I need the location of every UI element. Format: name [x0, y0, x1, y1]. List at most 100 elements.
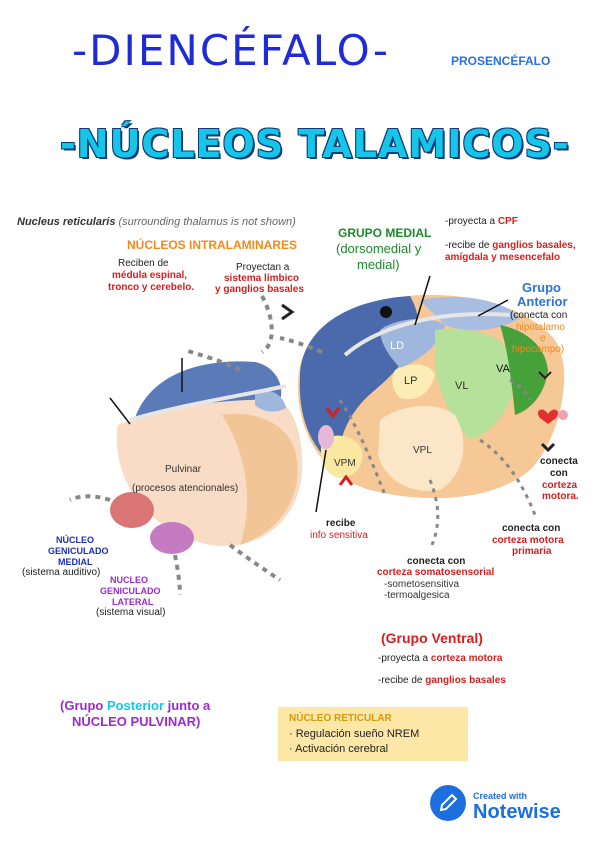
- black-dot-marker: [380, 306, 392, 318]
- grupo-anterior-target-1: hipotalamo: [516, 322, 565, 333]
- geniculado-medial-4: (sistema auditivo): [22, 567, 101, 578]
- geniculado-lateral-2: GENICULADO: [100, 586, 161, 596]
- recibe-target-1: ganglios basales,: [492, 240, 576, 251]
- vpl-note-3: primaria: [512, 546, 552, 557]
- geniculado-lateral-4: (sistema visual): [96, 607, 166, 618]
- ventral-proyecta-prefix: -proyecta a: [378, 653, 431, 664]
- recibe-note-1: recibe: [326, 518, 356, 529]
- ld-region: [380, 318, 445, 368]
- grupo-posterior-line-2: NÚCLEO PULVINAR): [72, 714, 201, 729]
- va-region: [500, 325, 548, 415]
- geniculado-lateral-shape: [150, 522, 194, 554]
- vpm-region: [320, 435, 363, 478]
- red-arrowhead-icon: [325, 407, 341, 419]
- grupo-ventral-proyecta: -proyecta a corteza motora: [378, 653, 503, 665]
- reticular-item-2: · Activación cerebral: [289, 743, 389, 755]
- geniculado-medial-1: NÚCLEO: [56, 535, 94, 545]
- geniculado-medial-2: GENICULADO: [48, 546, 109, 556]
- vpm-note-2: corteza somatosensorial: [377, 567, 495, 578]
- pulvinar-shade: [222, 413, 298, 545]
- recibe-prefix: -recibe de: [445, 240, 493, 251]
- geniculado-lateral-1: NUCLEO: [110, 575, 148, 585]
- geniculado-medial-3: MEDIAL: [58, 557, 93, 567]
- geniculado-medial-shape: [110, 492, 154, 528]
- reticular-box: [278, 707, 468, 761]
- left-cap: [135, 361, 282, 418]
- vpm-note-1: conecta con: [407, 556, 466, 567]
- posterior-suffix: junto a: [164, 698, 211, 713]
- left-cap-rim: [129, 384, 287, 422]
- grupo-posterior-line-1: (Grupo Posterior junto a: [60, 698, 210, 713]
- posterior-highlight: Posterior: [106, 698, 165, 713]
- ventral-recibe-prefix: -recibe de: [378, 675, 426, 686]
- vpl-note-2: corteza motora: [492, 535, 564, 546]
- section-title: -NÚCLEOS TALAMICOS-: [60, 122, 570, 166]
- vpm-note-4: -termoalgesica: [384, 590, 450, 601]
- right-note-1: conecta: [540, 456, 578, 467]
- geniculado-lateral-3: LATERAL: [112, 597, 154, 607]
- intralaminares-title: NÚCLEOS INTRALAMINARES: [127, 238, 297, 252]
- brain-icon: [558, 410, 568, 420]
- posterior-prefix: (Grupo: [60, 698, 107, 713]
- proyecta-target: CPF: [497, 216, 518, 227]
- grupo-anterior-conecta: (conecta con: [510, 310, 568, 321]
- grupo-medial-recibe: -recibe de ganglios basales,: [445, 240, 576, 252]
- grupo-anterior-target-2: e: [540, 333, 546, 344]
- region-label-ld: LD: [390, 340, 404, 352]
- pink-nucleus: [318, 425, 334, 449]
- region-label-vl: VL: [455, 380, 468, 392]
- grupo-ventral-recibe: -recibe de ganglios basales: [378, 675, 506, 687]
- grupo-anterior-title-2: Anterior: [517, 294, 568, 309]
- intralaminares-proyectan-1: Proyectan a: [236, 262, 290, 273]
- watermark-created: Created with: [473, 791, 528, 801]
- arrowhead-icon: [281, 303, 295, 321]
- subtitle-tag: PROSENCÉFALO: [451, 54, 551, 68]
- watermark-brand: Notewise: [473, 801, 561, 823]
- grupo-medial-title: GRUPO MEDIAL: [338, 226, 432, 240]
- region-label-vpl: VPL: [413, 445, 432, 456]
- intralaminares-reciben-3: tronco y cerebelo.: [108, 282, 195, 293]
- grupo-medial-sub-2: medial): [357, 257, 400, 272]
- vpm-note-3: -sometosensitiva: [384, 579, 460, 590]
- vl-region: [435, 328, 516, 440]
- region-label-va: VA: [496, 363, 511, 375]
- region-label-lp: LP: [404, 375, 417, 387]
- recibe-note-2: info sensitiva: [310, 530, 368, 541]
- lp-region: [392, 364, 435, 400]
- caption-bold: Nucleus reticularis: [17, 216, 116, 228]
- grupo-anterior-title-1: Grupo: [522, 280, 561, 295]
- right-note-2: con: [550, 468, 568, 479]
- ventral-recibe-target: ganglios basales: [425, 675, 506, 686]
- grupo-medial-proyecta: -proyecta a CPF: [445, 216, 518, 228]
- intralaminares-proyectan-2: sistema límbico: [224, 273, 300, 284]
- intralaminares-reciben-1: Reciben de: [118, 258, 169, 269]
- grupo-anterior-target-3: hipocampo): [512, 344, 565, 355]
- diagram-caption: Nucleus reticularis (surrounding thalamu…: [17, 216, 296, 228]
- reticular-title: NÚCLEO RETICULAR: [289, 713, 392, 724]
- left-cap-light: [255, 390, 286, 412]
- region-label-pulvinar: Pulvinar: [165, 464, 202, 475]
- right-note-3: corteza: [542, 480, 578, 491]
- grupo-medial-sub-1: (dorsomedial y: [336, 241, 422, 256]
- grupo-ventral-title: (Grupo Ventral): [381, 630, 483, 646]
- arrowhead-icon: [540, 442, 556, 453]
- region-label-pulvinar-sub: (procesos atencionales): [132, 483, 238, 494]
- notewise-logo-icon: [430, 785, 466, 821]
- right-cap-rim: [343, 312, 511, 357]
- intralaminares-proyectan-3: y ganglios basales: [215, 284, 304, 295]
- intralaminares-reciben-2: médula espinal,: [112, 270, 188, 281]
- arrowhead-icon: [538, 371, 552, 380]
- reticular-item-1: · Regulación sueño NREM: [289, 728, 420, 740]
- proyecta-prefix: -proyecta a: [445, 216, 498, 227]
- caption-italic: (surrounding thalamus is not shown): [118, 216, 296, 228]
- heart-icon: [538, 409, 558, 424]
- ventral-proyecta-target: corteza motora: [430, 653, 503, 664]
- page-title: -DIENCÉFALO-: [72, 26, 391, 75]
- red-arrowhead-icon: [338, 474, 354, 486]
- vpl-note-1: conecta con: [502, 523, 561, 534]
- region-label-vpm: VPM: [334, 458, 356, 469]
- right-note-4: motora.: [542, 491, 579, 502]
- grupo-medial-recibe-2: amígdala y mesencefalo: [445, 252, 561, 263]
- vpl-region: [378, 405, 464, 491]
